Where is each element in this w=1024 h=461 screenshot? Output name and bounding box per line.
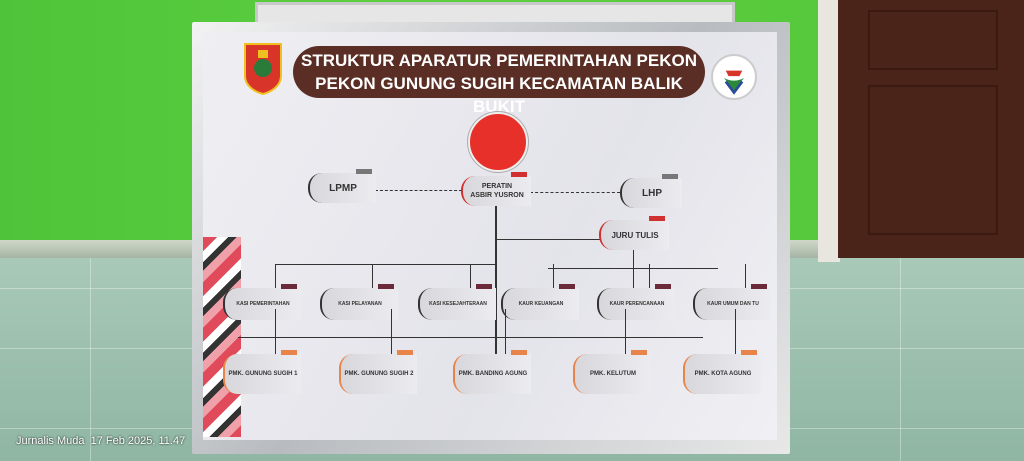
- node-lhp: LHP: [620, 174, 682, 208]
- node-label: PMK. GUNUNG SUGIH 2: [344, 370, 414, 377]
- node-label: KASI KESEJAHTERAAN: [429, 300, 487, 307]
- decorative-triangles: [203, 237, 241, 437]
- connector: [735, 309, 736, 354]
- node-label: PMK. KELUTUM: [590, 370, 636, 377]
- org-node: KASI KESEJAHTERAAN: [418, 284, 496, 320]
- connector: [391, 309, 392, 354]
- org-node: KAUR UMUM DAN TU: [693, 284, 771, 320]
- title-banner: STRUKTUR APARATUR PEMERINTAHAN PEKON PEK…: [293, 46, 705, 116]
- node-tag: [559, 284, 575, 289]
- connector: [238, 337, 703, 338]
- connector: [275, 309, 276, 354]
- org-node: KASI PEMERINTAHAN: [223, 284, 301, 320]
- head-photo-placeholder: [468, 112, 528, 172]
- node-tag: [655, 284, 671, 289]
- node-label: KAUR PERENCANAAN: [609, 300, 665, 307]
- connector: [649, 264, 650, 288]
- node-tag: [476, 284, 492, 289]
- node-label: KASI PEMERINTAHAN: [236, 300, 290, 307]
- connector: [275, 264, 497, 265]
- node-label: KAUR KEUANGAN: [518, 300, 564, 307]
- node-tag: [751, 284, 767, 289]
- node-lpmp: LPMP: [308, 169, 376, 203]
- connector: [505, 309, 506, 354]
- org-node: PMK. GUNUNG SUGIH 1: [223, 350, 301, 394]
- org-node: PMK. BANDING AGUNG: [453, 350, 531, 394]
- main-trunk: [495, 204, 497, 382]
- node-label: KASI PELAYANAN: [338, 300, 382, 307]
- node-label: KAUR UMUM DAN TU: [707, 300, 759, 307]
- connector: [633, 250, 634, 290]
- connector: [745, 264, 746, 288]
- connector: [625, 309, 626, 354]
- title-line-1: STRUKTUR APARATUR PEMERINTAHAN PEKON: [300, 51, 698, 70]
- dashed-connector: [375, 190, 462, 191]
- photo-watermark: Jurnalis Muda 17 Feb 2025, 11.47: [16, 435, 186, 447]
- dashed-connector: [530, 192, 620, 193]
- node-tag: [397, 350, 413, 355]
- connector: [553, 264, 554, 288]
- door-frame: [818, 0, 840, 262]
- node-tag: [378, 284, 394, 289]
- wooden-door: [838, 0, 1024, 258]
- node-tag: [741, 350, 757, 355]
- node-tag: [511, 350, 527, 355]
- connector: [275, 264, 276, 288]
- connector: [372, 264, 373, 288]
- connector: [495, 239, 602, 240]
- node-juru-tulis: JURU TULIS: [599, 216, 669, 250]
- node-tag: [281, 284, 297, 289]
- node-tag: [631, 350, 647, 355]
- org-node: PMK. GUNUNG SUGIH 2: [339, 350, 417, 394]
- node-tag: [281, 350, 297, 355]
- connector: [548, 268, 718, 269]
- org-node: PMK. KOTA AGUNG: [683, 350, 761, 394]
- connector: [470, 264, 471, 288]
- node-label: PMK. BANDING AGUNG: [458, 370, 528, 377]
- org-node: KAUR PERENCANAAN: [597, 284, 675, 320]
- node-label: PMK. GUNUNG SUGIH 1: [228, 370, 298, 377]
- org-node: KAUR KEUANGAN: [501, 284, 579, 320]
- org-node: PMK. KELUTUM: [573, 350, 651, 394]
- ministry-logo: [711, 54, 757, 100]
- node-label: PMK. KOTA AGUNG: [694, 370, 752, 377]
- lampung-barat-logo: [244, 43, 282, 96]
- org-node: KASI PELAYANAN: [320, 284, 398, 320]
- org-chart-board: STRUKTUR APARATUR PEMERINTAHAN PEKON PEK…: [203, 32, 777, 440]
- title-line-2: PEKON GUNUNG SUGIH KECAMATAN BALIK BUKIT: [315, 74, 683, 116]
